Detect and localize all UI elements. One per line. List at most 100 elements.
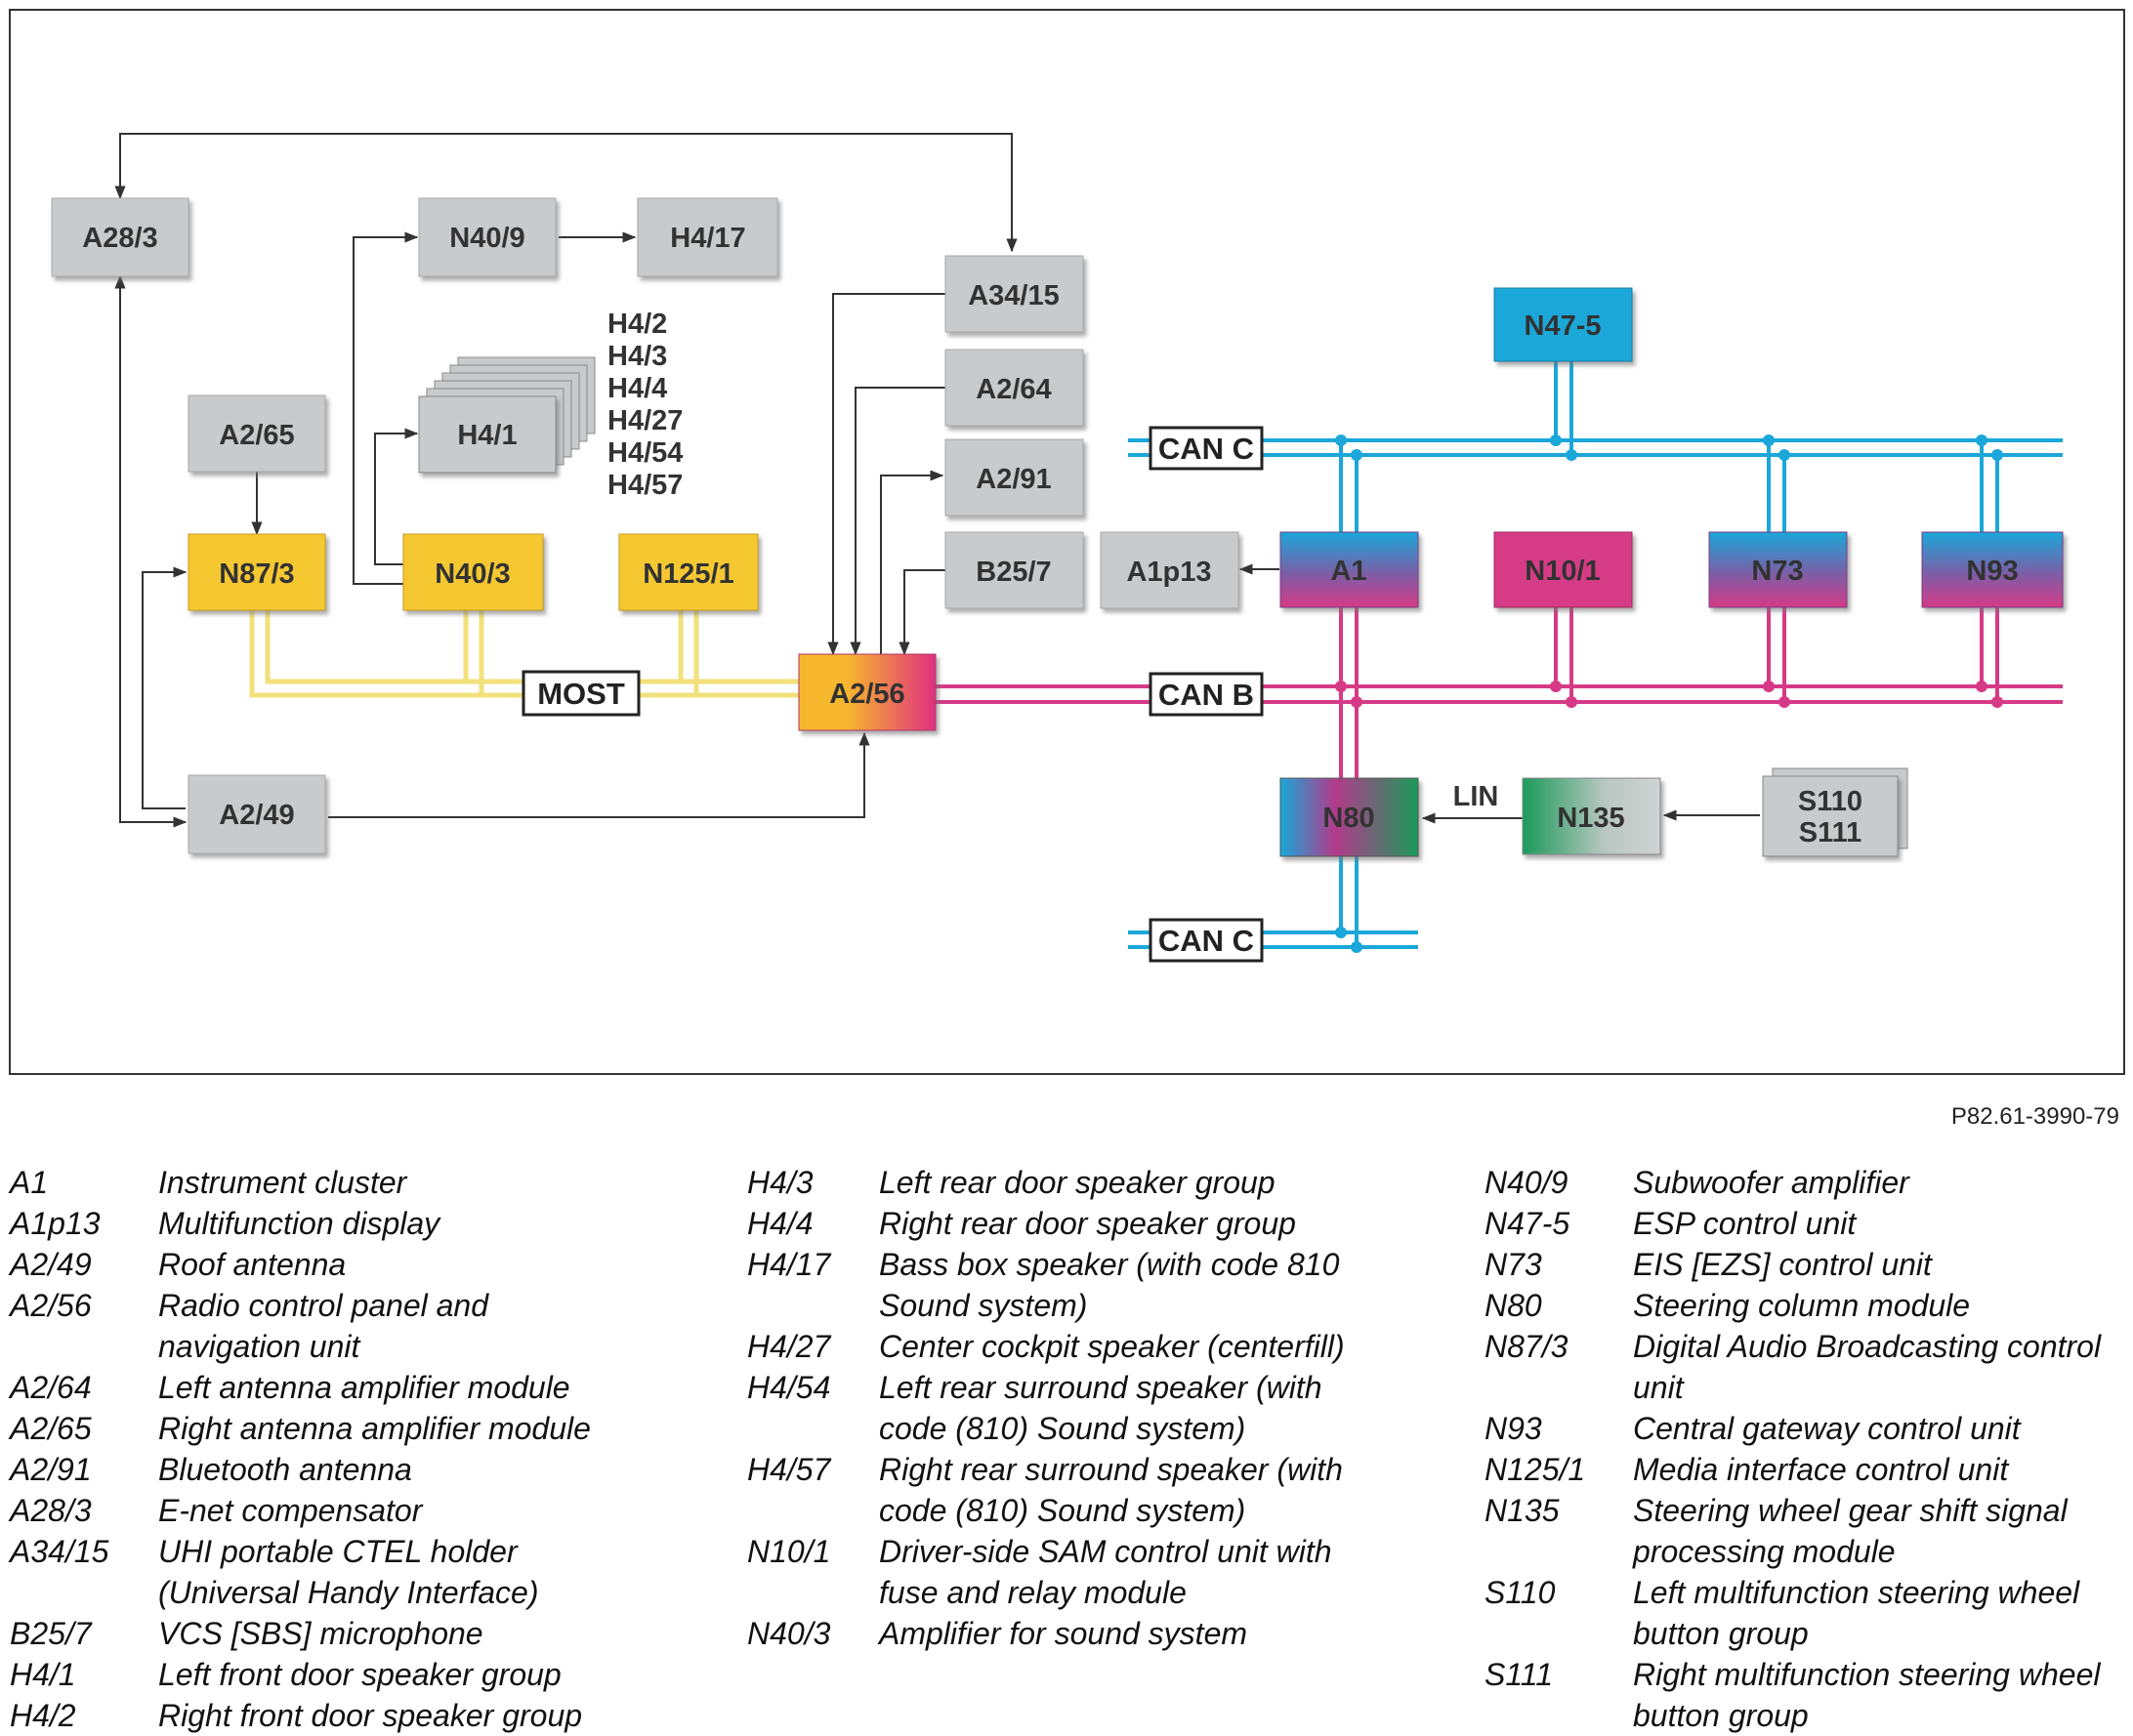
legend-item: H4/2 Right front door speaker group — [10, 1695, 615, 1736]
legend-code: N135 — [1485, 1493, 1560, 1528]
box-a2-56: A2/56 — [798, 653, 937, 731]
speaker-stack-labels: H4/2 H4/3 H4/4 H4/27 H4/54 H4/57 — [607, 309, 683, 501]
signal-lines — [114, 133, 1760, 828]
legend-item: N80 Steering column module — [1485, 1285, 2119, 1326]
legend-description: Subwoofer amplifier — [1633, 1165, 1909, 1200]
legend-code: A2/91 — [10, 1452, 92, 1487]
can-b-bus — [936, 607, 2063, 874]
legend-description: Multifunction display — [158, 1206, 440, 1241]
legend-description: Steering wheel gear shift signal process… — [1633, 1493, 2068, 1569]
legend-description: Left rear surround speaker (with code (8… — [879, 1370, 1322, 1446]
box-n10-1: N10/1 — [1493, 531, 1633, 608]
box-n47-5: N47-5 — [1493, 287, 1633, 362]
legend-description: Right multifunction steering wheel butto… — [1633, 1657, 2101, 1733]
legend-item: A28/3 E-net compensator — [10, 1490, 615, 1531]
svg-text:A2/65: A2/65 — [219, 420, 294, 451]
legend-code: B25/7 — [10, 1616, 92, 1651]
legend-code: A28/3 — [10, 1493, 92, 1528]
link-n40-3-n40-9 — [353, 231, 419, 585]
legend-description: Right front door speaker group — [158, 1698, 583, 1733]
svg-text:A34/15: A34/15 — [968, 280, 1060, 311]
box-h4-17: H4/17 — [637, 197, 778, 277]
legend-description: Right antenna amplifier module — [158, 1411, 591, 1446]
most-label-box: MOST — [522, 670, 641, 717]
legend-description: Driver-side SAM control unit with fuse a… — [879, 1534, 1332, 1610]
link-a2-49-a2-56 — [328, 731, 870, 818]
legend-code: A2/56 — [10, 1288, 92, 1323]
legend-code: H4/4 — [747, 1206, 814, 1241]
box-a28-3: A28/3 — [51, 197, 189, 277]
svg-text:A2/56: A2/56 — [829, 679, 904, 710]
legend-item: H4/1 Left front door speaker group — [10, 1654, 615, 1695]
svg-text:A2/49: A2/49 — [219, 800, 294, 831]
legend-code: H4/27 — [747, 1329, 831, 1364]
svg-text:N40/3: N40/3 — [435, 558, 510, 590]
box-n125-1: N125/1 — [618, 533, 759, 611]
legend-code: A1 — [10, 1165, 49, 1200]
box-n73: N73 — [1708, 531, 1848, 608]
legend-item: N135 Steering wheel gear shift signal pro… — [1485, 1490, 2119, 1572]
link-a2-64-a2-56 — [850, 387, 945, 656]
link-a2-56-a2-91 — [880, 470, 944, 654]
svg-text:S110: S110 — [1798, 786, 1862, 817]
legend-code: H4/2 — [10, 1698, 76, 1733]
box-a2-91: A2/91 — [944, 438, 1084, 517]
box-n40-9: N40/9 — [418, 197, 557, 277]
svg-text:N40/9: N40/9 — [449, 223, 524, 254]
can-c-bottom-label-box: CAN C — [1149, 918, 1264, 963]
legend-description: Digital Audio Broadcasting control unit — [1633, 1329, 2102, 1405]
box-h4-1-label: H4/1 — [457, 420, 517, 451]
box-a2-64: A2/64 — [944, 349, 1084, 427]
legend-description: Left rear door speaker group — [879, 1165, 1276, 1200]
legend-description: Media interface control unit — [1633, 1452, 2009, 1487]
legend-description: ESP control unit — [1633, 1206, 1857, 1241]
diagram-frame — [9, 9, 2125, 1075]
legend-code: A1p13 — [10, 1206, 101, 1241]
speaker-label-4: H4/27 — [607, 405, 683, 436]
legend-code: N80 — [1485, 1288, 1542, 1323]
link-b25-7-a2-56 — [899, 569, 945, 656]
legend-code: N47-5 — [1485, 1206, 1570, 1241]
speaker-label-5: H4/54 — [607, 437, 683, 469]
box-n135: N135 — [1522, 777, 1661, 855]
box-n80: N80 — [1279, 777, 1419, 857]
speaker-stack: H4/1 — [418, 356, 596, 474]
legend-code: A34/15 — [10, 1534, 109, 1569]
can-c-bottom-nodes — [1335, 927, 1362, 953]
legend-description: Left antenna amplifier module — [158, 1370, 570, 1405]
most-label: MOST — [537, 677, 625, 711]
legend-description: Central gateway control unit — [1633, 1411, 2021, 1446]
legend-item: A1p13 Multifunction display — [10, 1203, 615, 1244]
link-n40-3-h4-1 — [374, 428, 419, 565]
box-n93: N93 — [1921, 531, 2064, 608]
legend-item: A2/65 Right antenna amplifier module — [10, 1408, 615, 1449]
legend-code: N73 — [1485, 1247, 1542, 1282]
legend-code: H4/57 — [747, 1452, 831, 1487]
legend-code: H4/1 — [10, 1657, 76, 1692]
legend-description: Roof antenna — [158, 1247, 347, 1282]
svg-text:H4/17: H4/17 — [670, 223, 745, 254]
svg-text:N80: N80 — [1322, 803, 1374, 834]
legend-description: E-net compensator — [158, 1493, 423, 1528]
legend-description: Amplifier for sound system — [879, 1616, 1248, 1651]
legend-code: N40/9 — [1485, 1165, 1568, 1200]
legend-description: VCS [SBS] microphone — [158, 1616, 483, 1651]
box-a1p13: A1p13 — [1100, 531, 1239, 609]
legend-code: A2/65 — [10, 1411, 92, 1446]
legend-description: Steering column module — [1633, 1288, 1971, 1323]
link-a34-15-a2-56 — [827, 293, 945, 656]
legend-description: Left front door speaker group — [158, 1657, 562, 1692]
